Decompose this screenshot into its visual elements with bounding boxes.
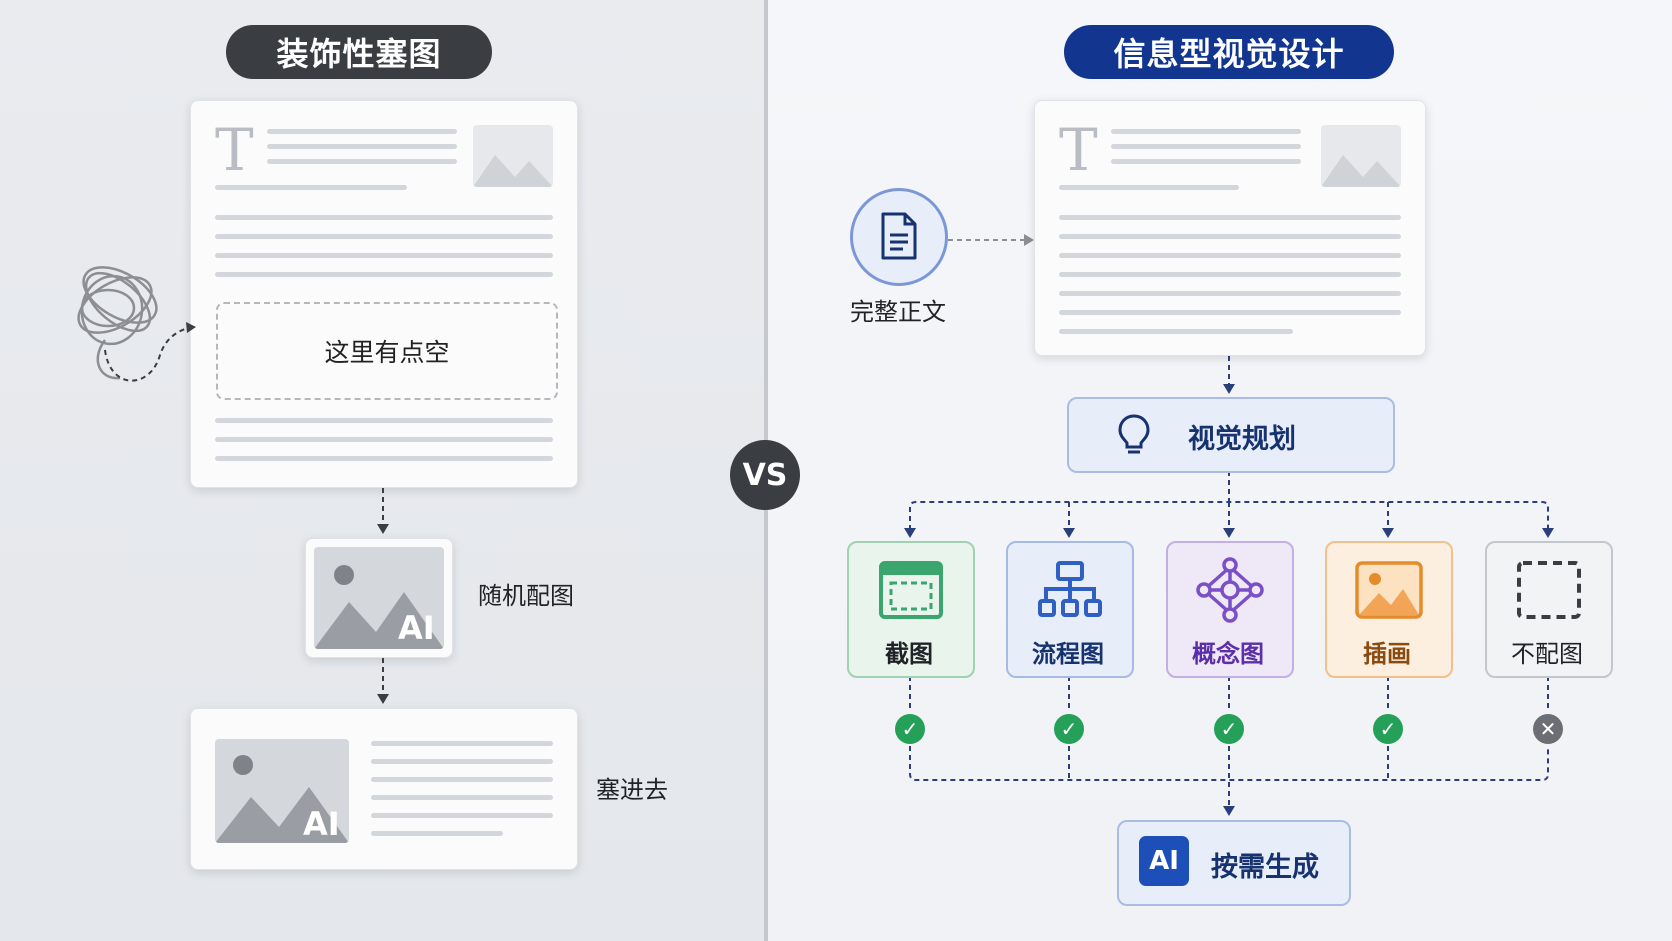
left-document-card: T bbox=[190, 100, 578, 488]
text-glyph-icon: T bbox=[1059, 116, 1098, 184]
image-icon bbox=[314, 565, 444, 649]
option-flowchart-label: 流程图 bbox=[1032, 640, 1104, 668]
check-icon: ✓ bbox=[1054, 714, 1084, 744]
dashed-square-icon bbox=[1517, 561, 1581, 619]
lightbulb-icon bbox=[1118, 414, 1150, 454]
network-nodes-icon bbox=[1196, 557, 1264, 623]
ai-watermark: AI bbox=[398, 609, 435, 647]
empty-space-placeholder: 这里有点空 bbox=[216, 302, 558, 400]
option-flowchart bbox=[1006, 541, 1134, 678]
browser-window-icon bbox=[879, 561, 943, 619]
text-glyph-icon: T bbox=[215, 116, 254, 184]
image-placeholder-icon bbox=[473, 125, 553, 187]
visual-planning-label: 视觉规划 bbox=[1188, 424, 1296, 455]
option-illustration bbox=[1325, 541, 1453, 678]
flowchart-icon bbox=[1038, 561, 1102, 617]
image-placeholder-icon bbox=[1321, 125, 1401, 187]
arrow-down-icon bbox=[377, 488, 389, 534]
image-icon bbox=[1355, 561, 1423, 619]
source-doc-label: 完整正文 bbox=[850, 298, 946, 326]
right-title: 信息型视觉设计 bbox=[1064, 25, 1394, 79]
image-icon bbox=[215, 755, 349, 843]
cross-icon: ✕ bbox=[1533, 714, 1563, 744]
empty-space-text: 这里有点空 bbox=[324, 338, 450, 367]
vs-badge: VS bbox=[730, 440, 800, 510]
ai-sparkle-icon: AI bbox=[1139, 836, 1189, 886]
check-icon: ✓ bbox=[895, 714, 925, 744]
left-title: 装饰性塞图 bbox=[226, 25, 492, 79]
right-document-card: T bbox=[1034, 100, 1426, 356]
option-concept bbox=[1166, 541, 1294, 678]
source-doc-badge bbox=[850, 188, 948, 286]
step-random-label: 随机配图 bbox=[478, 582, 574, 610]
arrow-right-icon bbox=[948, 234, 1034, 246]
tangled-scribble-icon bbox=[77, 266, 196, 382]
option-none bbox=[1485, 541, 1613, 678]
on-demand-generate-label: 按需生成 bbox=[1211, 852, 1319, 883]
arrow-down-icon bbox=[377, 658, 389, 704]
ai-watermark: AI bbox=[303, 805, 340, 843]
option-none-label: 不配图 bbox=[1511, 640, 1583, 668]
option-illustration-label: 插画 bbox=[1363, 640, 1411, 668]
check-icon: ✓ bbox=[1214, 714, 1244, 744]
visual-planning-box bbox=[1067, 397, 1395, 473]
step-insert-label: 塞进去 bbox=[596, 776, 668, 804]
random-image-card: AI bbox=[305, 538, 453, 658]
option-screenshot-label: 截图 bbox=[885, 640, 933, 668]
document-icon bbox=[881, 212, 917, 260]
option-concept-label: 概念图 bbox=[1192, 640, 1264, 668]
inserted-result-card: AI bbox=[190, 708, 578, 870]
option-screenshot bbox=[847, 541, 975, 678]
check-icon: ✓ bbox=[1373, 714, 1403, 744]
